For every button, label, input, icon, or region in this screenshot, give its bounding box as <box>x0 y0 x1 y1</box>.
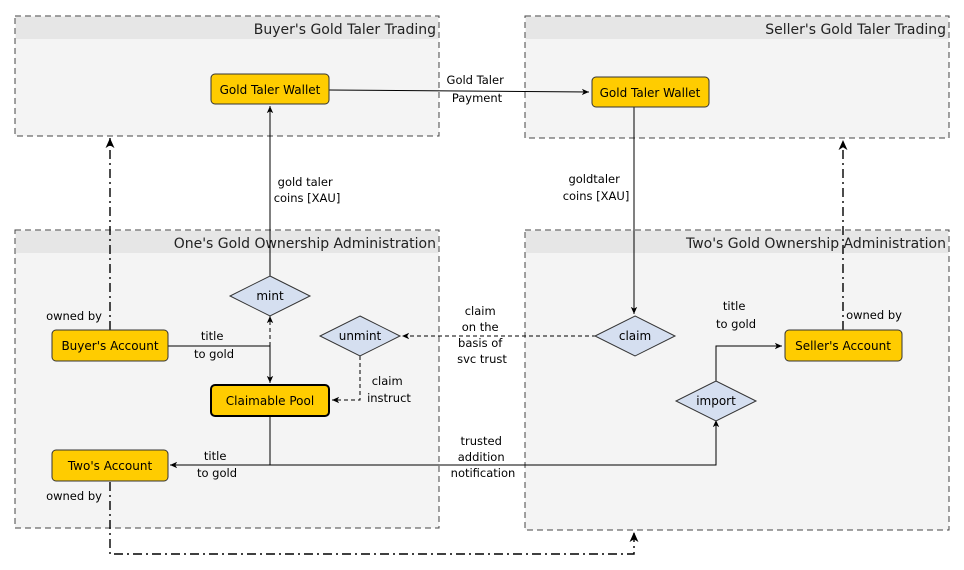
label-claim-instruct: claim instruct <box>367 374 411 405</box>
svg-text:Gold Taler Wallet: Gold Taler Wallet <box>600 86 701 100</box>
package-title: Two's Gold Ownership Administration <box>685 236 946 252</box>
label-payment: Gold Taler Payment <box>447 73 508 105</box>
package-seller-trading: Seller's Gold Taler Trading <box>524 15 950 139</box>
package-title: Seller's Gold Taler Trading <box>765 22 946 38</box>
svg-text:import: import <box>696 394 736 408</box>
edges-ownership <box>105 138 848 555</box>
label-owned-by-buyer: owned by <box>46 309 102 323</box>
node-sellers-account: Seller's Account <box>784 329 903 362</box>
node-buyers-account: Buyer's Account <box>51 329 169 362</box>
package-buyer-trading: Buyer's Gold Taler Trading <box>14 15 440 137</box>
label-owned-by-seller: owned by <box>846 308 902 322</box>
svg-text:unmint: unmint <box>339 329 382 343</box>
label-title-to-gold-buyer: title to gold <box>194 329 234 361</box>
svg-text:Gold Taler Wallet: Gold Taler Wallet <box>220 83 321 97</box>
node-seller-wallet: Gold Taler Wallet <box>591 76 710 108</box>
decision-import: import <box>674 380 758 422</box>
decision-unmint: unmint <box>318 315 402 357</box>
label-gold-taler-coins: gold taler coins [XAU] <box>274 175 341 205</box>
package-two-admin: Two's Gold Ownership Administration <box>524 229 950 531</box>
edge-import-to-seller <box>715 342 782 381</box>
label-owned-by-two: owned by <box>46 489 102 503</box>
svg-text:Buyer's Account: Buyer's Account <box>61 339 158 353</box>
edge-payment <box>328 88 590 96</box>
edge-unmint-to-pool <box>332 356 361 404</box>
label-trusted-notification: trusted addition notification <box>451 434 516 480</box>
svg-text:Two's Account: Two's Account <box>67 459 153 473</box>
node-buyer-wallet: Gold Taler Wallet <box>210 73 330 105</box>
label-title-to-gold-two: title to gold <box>197 449 237 480</box>
edges-solid <box>168 88 782 469</box>
node-claimable-pool: Claimable Pool <box>210 384 330 417</box>
label-goldtaler-coins: goldtaler coins [XAU] <box>563 172 630 203</box>
label-title-to-gold-seller: title to gold <box>716 299 756 331</box>
svg-text:claim: claim <box>619 329 651 343</box>
edge-pool-to-import <box>270 420 720 466</box>
edges-dashed <box>266 316 596 404</box>
package-title: One's Gold Ownership Administration <box>174 236 436 252</box>
edge-labels: Gold Taler Payment gold taler coins [XAU… <box>46 73 902 503</box>
package-title: Buyer's Gold Taler Trading <box>254 22 436 38</box>
svg-text:Claimable Pool: Claimable Pool <box>226 394 314 408</box>
svg-text:mint: mint <box>256 289 284 303</box>
svg-text:Seller's Account: Seller's Account <box>795 339 891 353</box>
decision-mint: mint <box>228 275 312 317</box>
node-twos-account: Two's Account <box>51 449 169 482</box>
label-claim-basis: claim on the basis of svc trust <box>457 304 507 366</box>
decision-claim: claim <box>593 315 677 357</box>
